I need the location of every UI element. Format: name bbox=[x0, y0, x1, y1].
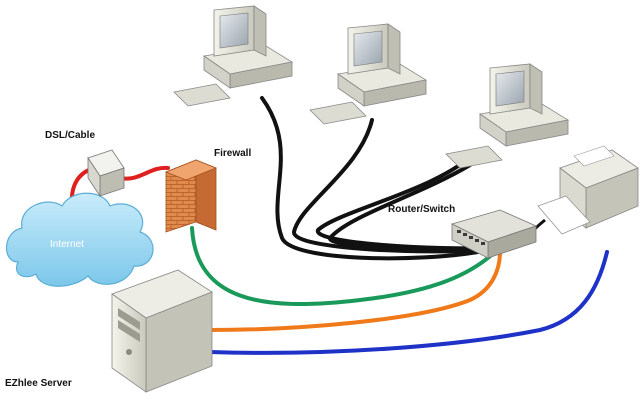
pc2-switch-cable bbox=[292, 118, 486, 254]
pc1-switch-cable bbox=[260, 96, 480, 261]
modem-icon bbox=[87, 149, 125, 198]
computer-icon bbox=[445, 63, 570, 169]
firewall-label: Firewall bbox=[214, 148, 252, 159]
dsl-firewall-cable bbox=[118, 165, 170, 181]
router-switch-label: Router/Switch bbox=[388, 204, 456, 215]
cloud-icon bbox=[5, 192, 154, 287]
dsl-cable-label: DSL/Cable bbox=[45, 130, 96, 141]
server-label: EZhlee Server bbox=[5, 378, 72, 389]
switch-icon bbox=[450, 209, 538, 259]
cables bbox=[69, 96, 609, 355]
internet-label: Internet bbox=[50, 239, 84, 250]
firewall-icon bbox=[164, 159, 218, 233]
computer-icon bbox=[309, 23, 428, 125]
server-switch-cable-orange bbox=[208, 250, 502, 332]
server-printer-cable-blue bbox=[208, 250, 609, 355]
firewall-switch-cable bbox=[190, 226, 499, 306]
printer-icon bbox=[537, 145, 639, 235]
computer-icon bbox=[173, 5, 294, 107]
server-icon bbox=[111, 269, 213, 393]
pc-extra-cable bbox=[327, 163, 496, 251]
